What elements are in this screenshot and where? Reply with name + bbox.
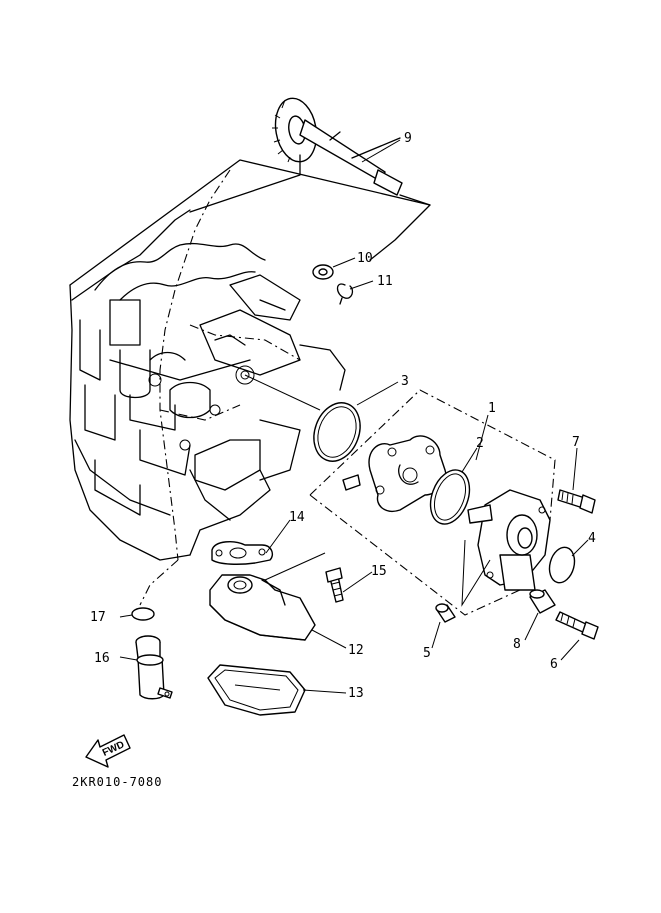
- part-16-sensor: [135, 635, 173, 700]
- part-13-strainer-screen: [207, 664, 306, 716]
- callout-1: 1: [488, 401, 496, 416]
- part-6-bolt: [555, 611, 599, 640]
- part-15-bolt: [264, 552, 344, 603]
- callout-8: 8: [513, 637, 521, 652]
- callout-16: 16: [94, 651, 110, 666]
- callout-10: 10: [357, 251, 373, 266]
- part-10-washer: [312, 264, 334, 280]
- part-9-drive-shaft: [189, 97, 431, 213]
- part-3-o-ring: [244, 374, 361, 462]
- callout-13: 13: [348, 686, 364, 701]
- callout-4: 4: [588, 531, 596, 546]
- callout-3: 3: [401, 374, 409, 389]
- callout-14: 14: [289, 510, 305, 525]
- part-8-dowel: [529, 589, 556, 614]
- callout-17: 17: [90, 610, 106, 625]
- drawing-code: 2KR010-7080: [72, 775, 162, 789]
- part-2-o-ring: [429, 469, 471, 525]
- pump-body: [467, 489, 551, 591]
- leader-lines: [119, 139, 589, 694]
- part-7-bolt: [557, 489, 596, 514]
- callout-9: 9: [404, 131, 412, 146]
- callout-7: 7: [572, 435, 580, 450]
- callout-labels: 1 2 3 4 5 6 7 8 9 10 11 12 13 14 15 16 1…: [90, 131, 596, 701]
- callout-15: 15: [371, 564, 387, 579]
- callout-2: 2: [476, 436, 484, 451]
- part-5-collar: [435, 603, 456, 623]
- crankcase-drawing: [69, 159, 431, 606]
- callout-6: 6: [550, 657, 558, 672]
- part-17-o-ring: [131, 607, 155, 621]
- part-1-assembly-outline: [309, 389, 556, 616]
- callout-11: 11: [377, 274, 393, 289]
- callout-12: 12: [348, 643, 364, 658]
- part-14-gasket: [211, 541, 274, 565]
- forward-arrow-icon: FWD: [85, 734, 131, 768]
- callout-5: 5: [423, 646, 431, 661]
- part-11-circlip: [336, 283, 354, 305]
- pump-cover-plate: [342, 435, 447, 512]
- part-4-o-ring: [548, 546, 576, 584]
- part-12-strainer: [209, 574, 316, 641]
